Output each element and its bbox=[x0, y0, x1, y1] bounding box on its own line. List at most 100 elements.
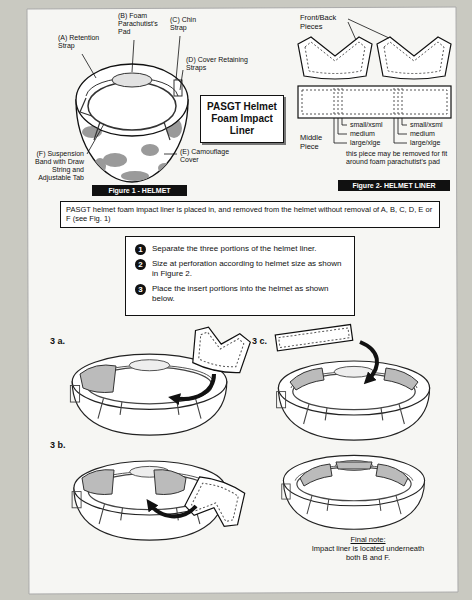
step-number: 2 bbox=[135, 259, 146, 270]
size-label: large/xlge bbox=[410, 139, 454, 147]
node-text: Place the insert portions into the helme… bbox=[152, 284, 344, 304]
label-holder: large/xlge bbox=[410, 139, 454, 147]
label-holder: (B) Foam Parachutist's Pad bbox=[118, 12, 166, 36]
svg-path bbox=[82, 54, 96, 78]
liner-piece bbox=[336, 462, 372, 469]
perforation bbox=[302, 90, 447, 114]
label-holder: 3 a. bbox=[50, 336, 76, 346]
label-holder: medium bbox=[350, 130, 396, 138]
insert-arrow bbox=[174, 374, 214, 399]
note-text: Impact liner is located underneath both … bbox=[310, 545, 426, 562]
svg-rect bbox=[279, 328, 350, 348]
svg-path bbox=[402, 118, 407, 125]
step-label: 3 c. bbox=[252, 336, 274, 346]
label-holder: 3 c. bbox=[252, 336, 274, 346]
part-label: (D) Cover Retaining Straps bbox=[186, 56, 252, 72]
perforation bbox=[334, 88, 402, 116]
label-holder: (E) Camouflage Cover bbox=[180, 148, 232, 164]
svg-path bbox=[348, 22, 356, 40]
steps-box: Separate the three portions of the helme… bbox=[125, 236, 355, 316]
label-holder: medium bbox=[410, 130, 454, 138]
label-holder: 3 b. bbox=[50, 440, 76, 450]
svg-path bbox=[338, 118, 347, 134]
node-text: Figure 2- HELMET LINER bbox=[342, 181, 446, 190]
note-heading: Final note: bbox=[318, 536, 418, 545]
svg-ellipse bbox=[141, 144, 159, 156]
svg-path bbox=[348, 19, 389, 38]
liner-piece bbox=[154, 470, 186, 495]
label-holder: small/xsml bbox=[410, 121, 454, 129]
part-label: (B) Foam Parachutist's Pad bbox=[118, 12, 166, 36]
note-text: this piece may be removed for fit around… bbox=[346, 150, 450, 166]
liner-piece bbox=[290, 368, 324, 390]
svg-path bbox=[398, 118, 407, 134]
node-text: Separate the three portions of the helme… bbox=[152, 244, 344, 254]
strap bbox=[80, 98, 170, 140]
size-label: medium bbox=[350, 130, 396, 138]
part-label: (C) Chin Strap bbox=[170, 16, 204, 32]
label-holder: Front/Back Pieces bbox=[300, 14, 346, 31]
front-back-piece bbox=[377, 37, 451, 79]
leader-lines bbox=[334, 19, 407, 143]
step-label: 3 a. bbox=[50, 336, 76, 346]
insert-arrow bbox=[150, 504, 196, 516]
piece-label: Middle Piece bbox=[300, 134, 332, 151]
label-holder: large/xlge bbox=[350, 139, 396, 147]
label-holder: Middle Piece bbox=[300, 134, 332, 151]
size-label: large/xlge bbox=[350, 139, 396, 147]
middle-piece bbox=[275, 325, 352, 351]
step-number: 1 bbox=[135, 244, 146, 255]
size-label: small/xsml bbox=[350, 121, 396, 129]
node-text: Figure 1 - HELMET bbox=[96, 186, 183, 195]
svg-use bbox=[188, 325, 251, 377]
label-holder: small/xsml bbox=[350, 121, 396, 129]
svg-use bbox=[282, 455, 425, 529]
insert-arrow bbox=[360, 342, 377, 380]
label-holder: (F) Suspension Band with Draw String and… bbox=[24, 150, 84, 182]
svg-path bbox=[176, 36, 180, 80]
svg-ellipse bbox=[158, 163, 172, 173]
title-box: PASGT Helmet Foam Impact Liner bbox=[200, 95, 284, 143]
liner-piece bbox=[80, 365, 116, 393]
label-holder: (C) Chin Strap bbox=[170, 16, 204, 32]
svg-path bbox=[394, 118, 407, 143]
helmet-rim bbox=[76, 64, 188, 136]
parachutist-pad bbox=[112, 73, 152, 87]
svg-path bbox=[334, 118, 347, 143]
part-label: (A) Retention Strap bbox=[58, 34, 114, 50]
node-text: PASGT helmet foam impact liner is placed… bbox=[66, 205, 434, 224]
liner-piece bbox=[82, 470, 114, 495]
leader-lines bbox=[82, 36, 183, 154]
piece-label: Front/Back Pieces bbox=[300, 14, 346, 31]
perforation bbox=[305, 42, 365, 74]
node-text: 1 bbox=[135, 244, 146, 255]
perforation bbox=[384, 42, 444, 74]
svg-path bbox=[132, 40, 134, 72]
figure-caption-band: Figure 2- HELMET LINER bbox=[338, 180, 450, 191]
label-holder: (D) Cover Retaining Straps bbox=[186, 56, 252, 72]
svg-path bbox=[180, 70, 183, 90]
step-number: 3 bbox=[135, 284, 146, 295]
svg-use bbox=[277, 361, 430, 440]
label-holder: Impact liner is located underneath both … bbox=[310, 545, 426, 562]
front-back-piece bbox=[298, 37, 372, 79]
part-label: (E) Camouflage Cover bbox=[180, 148, 232, 164]
svg-rect bbox=[275, 325, 352, 351]
size-label: medium bbox=[410, 130, 454, 138]
suspension-band bbox=[88, 82, 176, 130]
label-holder: Final note: bbox=[318, 536, 418, 545]
svg-path bbox=[87, 124, 104, 154]
node-text: 3 bbox=[135, 284, 146, 295]
svg-path bbox=[164, 154, 177, 155]
liner-piece bbox=[384, 368, 418, 390]
svg-ellipse bbox=[94, 158, 106, 174]
instruction-box: PASGT helmet foam impact liner is placed… bbox=[60, 201, 440, 228]
size-label: small/xsml bbox=[410, 121, 454, 129]
middle-piece bbox=[298, 86, 451, 118]
node-text: 2 bbox=[135, 259, 146, 270]
liner-piece bbox=[376, 464, 408, 486]
svg-use bbox=[183, 473, 250, 531]
svg-ellipse bbox=[121, 171, 149, 181]
svg-path bbox=[342, 118, 347, 125]
